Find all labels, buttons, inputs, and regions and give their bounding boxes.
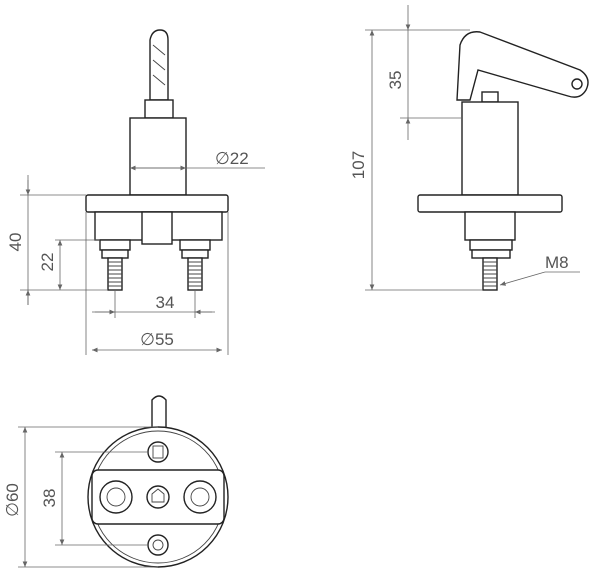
switch-body <box>129 117 187 196</box>
key-tab <box>151 395 167 431</box>
dim-body-diameter: ∅22 <box>215 149 249 168</box>
front-view: ∅22 40 22 34 ∅55 <box>6 29 265 355</box>
dim-handle-height: 35 <box>386 71 405 90</box>
dim-terminal-spacing: 34 <box>156 293 175 312</box>
switch-body-side <box>461 101 519 196</box>
bottom-view: ∅60 38 <box>3 395 229 568</box>
terminal-right <box>179 239 211 291</box>
dim-hole-spacing: 38 <box>40 489 59 508</box>
dim-flange-diameter: ∅55 <box>140 330 174 349</box>
dim-overall-height: 107 <box>349 151 368 179</box>
dim-total-height: 40 <box>6 233 25 252</box>
dim-overall-diameter: ∅60 <box>3 483 22 517</box>
side-view: 107 35 M8 <box>349 5 589 291</box>
flange <box>85 194 229 213</box>
key-handle-side <box>456 31 589 101</box>
terminal-left <box>99 239 131 291</box>
dim-terminal-height: 22 <box>38 253 57 272</box>
thread-label: M8 <box>545 253 569 272</box>
